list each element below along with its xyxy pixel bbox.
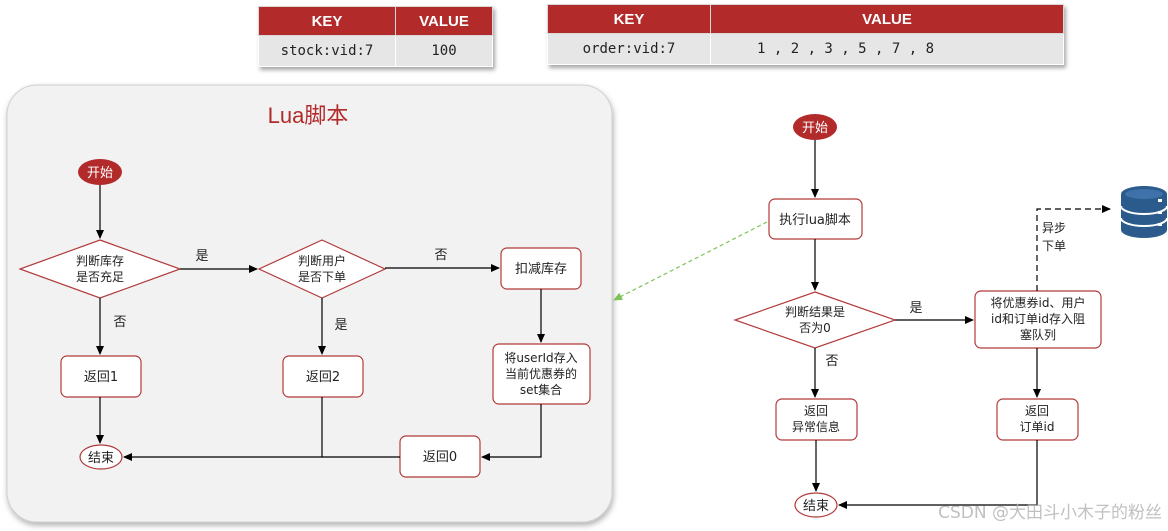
stock-key-header: KEY [258,6,396,36]
lua-start-label: 开始 [87,166,113,181]
lua-check-stock-line2: 是否充足 [76,269,124,284]
lua-check-user-line2: 是否下单 [298,270,346,284]
order-key-header: KEY [547,4,711,34]
lua-start-node[interactable] [78,159,122,185]
stock-value-header: VALUE [395,6,493,36]
lua-connectors [96,185,545,461]
lua-save-user-line1: 将userId存入 [504,351,577,365]
stock-key-cell: stock:vid:7 [258,35,396,67]
return-order-line2: 订单id [1020,420,1055,434]
async-label-line2: 下单 [1042,239,1066,253]
enqueue-line3: 塞队列 [1020,327,1056,342]
lua-end-node[interactable] [79,444,123,470]
main-end-node[interactable] [794,492,838,518]
lua-end-label: 结束 [88,451,114,466]
stock-value-cell: 100 [395,35,493,67]
main-start-label: 开始 [802,121,828,136]
order-table: KEY VALUE order:vid:7 1 , 2 , 3 , 5 , 7 … [547,4,1064,65]
lua-save-user-line2: 当前优惠券的 [505,366,577,381]
return-error-line1: 返回 [804,404,828,418]
stock-table: KEY VALUE stock:vid:7 100 [258,6,493,67]
exec-lua-label: 执行lua脚本 [779,212,851,228]
enqueue-box[interactable] [974,290,1102,349]
main-connectors [811,140,1111,509]
enqueue-line2: id和订单id存入阻 [991,312,1085,326]
lua-script-link [613,221,768,301]
enqueue-line1: 将优惠券id、用户 [991,295,1086,310]
lua-return2-box[interactable] [282,355,364,398]
lua-deduct-stock-label: 扣减库存 [515,261,567,277]
check-result-line1: 判断结果是 [785,304,845,319]
lua-return1-box[interactable] [60,355,142,398]
lua-check-user-line1: 判断用户 [298,253,346,268]
lua-panel-title: Lua脚本 [268,103,349,128]
check-result-diamond[interactable] [733,291,897,349]
return-error-line2: 异常信息 [792,419,840,434]
main-label-no: 否 [825,354,838,369]
order-value-cell: 1 , 2 , 3 , 5 , 7 , 8 [710,33,1064,65]
lua-label-no-2: 否 [434,248,447,263]
check-result-line2: 否为0 [799,321,831,335]
order-key-cell: order:vid:7 [547,33,711,65]
lua-save-user-line3: set集合 [520,382,562,397]
lua-return1-label: 返回1 [84,370,118,385]
database-icon [1120,186,1168,238]
return-order-line1: 返回 [1025,404,1049,418]
async-label-line1: 异步 [1042,221,1066,235]
main-start-node[interactable] [793,114,837,140]
order-value-header: VALUE [710,4,1064,34]
lua-label-yes-1: 是 [195,249,208,264]
lua-return0-label: 返回0 [423,450,457,465]
lua-label-yes-2: 是 [334,318,347,333]
main-label-yes: 是 [909,301,922,316]
lua-label-no-1: 否 [113,315,126,330]
lua-script-panel [6,84,613,523]
lua-check-stock-line1: 判断库存 [76,253,124,268]
watermark: CSDN @大田斗小木子的粉丝 [938,503,1162,523]
main-end-label: 结束 [803,499,829,514]
lua-return2-label: 返回2 [306,370,340,385]
